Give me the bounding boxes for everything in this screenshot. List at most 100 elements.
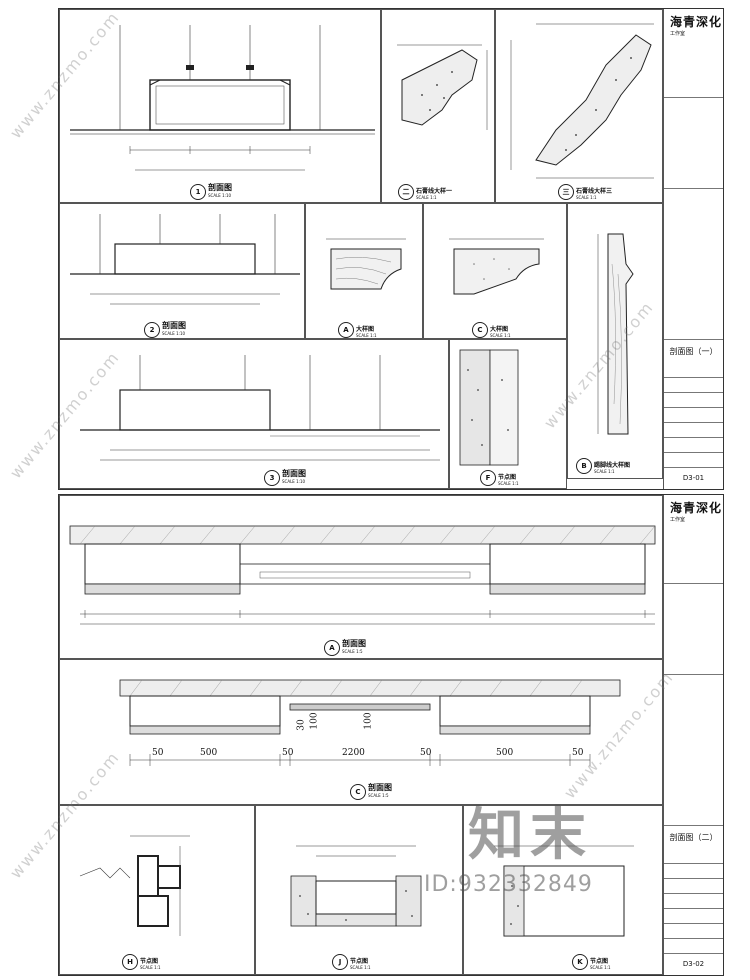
dim-50-a: 50 (152, 748, 164, 758)
node-j-scale: SCALE 1:1 (350, 965, 371, 970)
sheet-number: D3-01 (682, 474, 705, 482)
node-h-drawing (79, 835, 190, 936)
section-a-badge: A (324, 640, 340, 656)
title-block-2: 海青深化 工作室 剖面图（二） D3-02 (663, 495, 723, 975)
dim-500-a: 500 (200, 748, 218, 758)
section-2-scale: SCALE 1:10 (162, 331, 186, 336)
section-2-label: 剖面图 (162, 321, 186, 330)
detail-c-label: 大样图 (490, 326, 509, 333)
detail-a-caption: 大样图 SCALE 1:1 (356, 324, 377, 338)
node-j-label: 节点图 (350, 958, 369, 965)
dim-50-c: 50 (420, 748, 432, 758)
sheet-title-2: 剖面图（二） (669, 833, 718, 842)
molding-one-drawing (397, 44, 488, 130)
node-k-caption: 节点图 SCALE 1:1 (590, 956, 611, 970)
node-h-panel: H 节点图 SCALE 1:1 (59, 805, 255, 975)
node-f-caption: 节点图 SCALE 1:1 (498, 472, 519, 486)
dim-2200: 2200 (342, 748, 365, 758)
detail-c-panel: C 大样图 SCALE 1:1 (423, 203, 567, 339)
molding-three-caption: 石膏线大样三 SCALE 1:1 (576, 186, 612, 200)
section-c-caption: 剖面图 SCALE 1:5 (368, 782, 392, 798)
molding-one-label: 石膏线大样一 (416, 188, 453, 195)
molding-three-scale: SCALE 1:1 (576, 195, 597, 200)
node-f-badge: F (480, 470, 496, 486)
section-2-badge: 2 (144, 322, 160, 338)
section-1-panel: 1 剖面图 SCALE 1:10 (59, 9, 381, 203)
section-1-badge: 1 (190, 184, 206, 200)
node-f-scale: SCALE 1:1 (498, 481, 519, 486)
studio-subtitle: 工作室 (670, 31, 686, 37)
node-k-badge: K (572, 954, 588, 970)
watermark-brand-logo: 知末 (468, 803, 592, 868)
skirting-detail-label: 踢脚线大样图 (594, 462, 631, 469)
section-3-panel: 3 剖面图 SCALE 1:10 (59, 339, 449, 489)
skirting-detail-panel: B 踢脚线大样图 SCALE 1:1 (567, 203, 663, 479)
section-3-badge: 3 (264, 470, 280, 486)
node-k-scale: SCALE 1:1 (590, 965, 611, 970)
node-j-drawing (290, 845, 422, 927)
section-c-drawing (119, 679, 621, 766)
detail-c-caption: 大样图 SCALE 1:1 (490, 324, 511, 338)
molding-three-badge: 三 (558, 184, 574, 200)
section-1-scale: SCALE 1:10 (208, 193, 232, 198)
section-c-label: 剖面图 (368, 783, 392, 792)
node-j-badge: J (332, 954, 348, 970)
detail-a-scale: SCALE 1:1 (356, 333, 377, 338)
section-a-scale: SCALE 1:5 (342, 649, 363, 654)
sheet-title: 剖面图（一） (669, 347, 718, 356)
studio-subtitle-2: 工作室 (670, 517, 686, 523)
dim-100-b: 100 (363, 712, 374, 730)
node-j-caption: 节点图 SCALE 1:1 (350, 956, 371, 970)
section-a-panel: A 剖面图 SCALE 1:5 (59, 495, 663, 659)
molding-one-badge: 二 (398, 184, 414, 200)
node-k-panel: K 节点图 SCALE 1:1 (463, 805, 663, 975)
node-k-drawing (494, 845, 634, 937)
dim-30: 30 (296, 719, 307, 731)
molding-three-label: 石膏线大样三 (576, 188, 613, 195)
section-1-label: 剖面图 (208, 183, 232, 192)
section-2-panel: 2 剖面图 SCALE 1:10 (59, 203, 305, 339)
skirting-detail-badge: B (576, 458, 592, 474)
molding-one-scale: SCALE 1:1 (416, 195, 437, 200)
skirting-detail-drawing (597, 233, 634, 435)
section-1-caption: 剖面图 SCALE 1:10 (208, 182, 232, 198)
detail-a-panel: A 大样图 SCALE 1:1 (305, 203, 423, 339)
section-c-badge: C (350, 784, 366, 800)
detail-a-label: 大样图 (356, 326, 375, 333)
node-f-label: 节点图 (498, 474, 517, 481)
node-k-label: 节点图 (590, 958, 609, 965)
dim-500-b: 500 (496, 748, 514, 758)
molding-three-drawing (510, 23, 654, 179)
node-f-drawing (459, 349, 519, 466)
watermark-id: ID:932332849 (424, 872, 593, 897)
molding-three-panel: 三 石膏线大样三 SCALE 1:1 (495, 9, 663, 203)
node-f-panel: F 节点图 SCALE 1:1 (449, 339, 567, 489)
dim-100-a: 100 (309, 712, 320, 730)
section-c-panel: 50 500 50 2200 50 500 50 30 100 100 C 剖面… (59, 659, 663, 805)
section-a-label: 剖面图 (342, 639, 366, 648)
section-3-scale: SCALE 1:10 (282, 479, 306, 484)
node-h-caption: 节点图 SCALE 1:1 (140, 956, 161, 970)
sheet-number-2: D3-02 (682, 960, 705, 968)
drawing-sheet-1: 海青深化 工作室 剖面图（一） D3-01 (58, 8, 724, 490)
skirting-detail-scale: SCALE 1:1 (594, 469, 615, 474)
section-3-drawing (80, 355, 440, 461)
dim-50-b: 50 (282, 748, 294, 758)
detail-a-badge: A (338, 322, 354, 338)
node-h-badge: H (122, 954, 138, 970)
section-c-scale: SCALE 1:5 (368, 793, 389, 798)
section-2-drawing (70, 214, 300, 305)
molding-one-panel: 二 石膏线大样一 SCALE 1:1 (381, 9, 495, 203)
detail-c-badge: C (472, 322, 488, 338)
section-1-drawing (70, 25, 375, 171)
drawing-sheet-2: 海青深化 工作室 剖面图（二） D3-02 (58, 494, 724, 976)
molding-one-caption: 石膏线大样一 SCALE 1:1 (416, 186, 452, 200)
title-block-1: 海青深化 工作室 剖面图（一） D3-01 (663, 9, 723, 489)
detail-a-drawing (326, 238, 406, 290)
skirting-detail-caption: 踢脚线大样图 SCALE 1:1 (594, 460, 630, 474)
section-a-caption: 剖面图 SCALE 1:5 (342, 638, 366, 654)
node-h-label: 节点图 (140, 958, 159, 965)
section-2-caption: 剖面图 SCALE 1:10 (162, 320, 186, 336)
section-a-drawing (69, 525, 656, 625)
studio-name: 海青深化 (670, 15, 723, 29)
